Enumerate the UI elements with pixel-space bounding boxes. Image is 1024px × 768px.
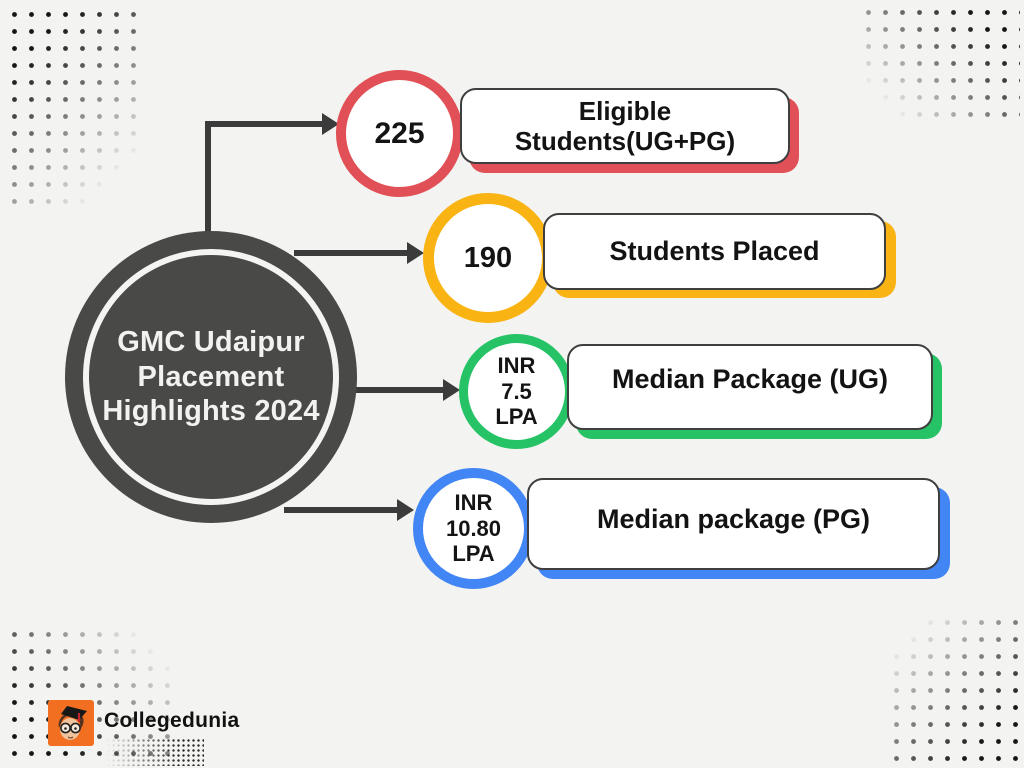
arrowhead-icon-eligible xyxy=(322,113,339,135)
value-circle-eligible-students: 225 xyxy=(336,70,463,197)
label-median-package-ug: Median Package (UG) xyxy=(611,364,889,394)
connector-line-eligible xyxy=(205,121,326,127)
collegedunia-mascot-icon xyxy=(48,700,94,746)
value-eligible-students: 225 xyxy=(374,116,425,150)
label-eligible-students: Eligible Students(UG+PG) xyxy=(514,95,736,156)
value-circle-median-package-pg: INR 10.80 LPA xyxy=(413,468,534,589)
dot-grid-top-right xyxy=(858,2,1020,120)
value-median-package-pg: INR 10.80 LPA xyxy=(445,489,502,567)
value-median-package-ug: INR 7.5 LPA xyxy=(495,352,538,430)
label-median-package-pg: Median package (PG) xyxy=(596,503,871,534)
value-circle-students-placed: 190 xyxy=(423,193,553,323)
infographic-title: GMC Udaipur Placement Highlights 2024 xyxy=(102,325,320,428)
label-box-median-package-ug: Median Package (UG) xyxy=(567,344,933,430)
label-box-eligible-students: Eligible Students(UG+PG) xyxy=(460,88,790,164)
label-box-students-placed: Students Placed xyxy=(543,213,886,290)
connector-line-vertical-eligible xyxy=(205,121,211,235)
dot-grid-top-left xyxy=(4,4,146,212)
connector-line-median-pg xyxy=(284,507,400,513)
connector-line-median-ug xyxy=(356,387,446,393)
value-students-placed: 190 xyxy=(463,241,513,274)
label-students-placed: Students Placed xyxy=(609,236,820,266)
value-circle-median-package-ug: INR 7.5 LPA xyxy=(459,334,574,449)
central-title-circle: GMC Udaipur Placement Highlights 2024 xyxy=(65,231,357,523)
halftone-dots-decoration xyxy=(106,738,204,766)
label-box-median-package-pg: Median package (PG) xyxy=(527,478,940,570)
arrowhead-icon-median-ug xyxy=(443,379,460,401)
arrowhead-icon-median-pg xyxy=(397,499,414,521)
connector-line-placed xyxy=(294,250,410,256)
brand-name: Collegedunia xyxy=(104,709,240,732)
arrowhead-icon-placed xyxy=(407,242,424,264)
dot-grid-bottom-right xyxy=(886,612,1020,768)
